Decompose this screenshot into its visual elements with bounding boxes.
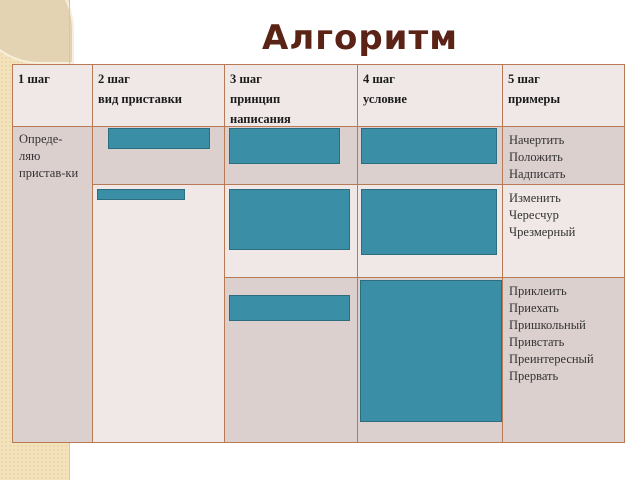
header-step-3: 3 шаг принцип написания [224,64,358,127]
hidden-answer-step2-row2[interactable] [97,189,185,200]
example-word: Прервать [509,369,559,383]
example-word: Надписать [509,167,566,181]
example-word: Начертить [509,133,565,147]
hidden-answer-step2-row1[interactable] [108,128,210,149]
header-step-2-label: вид приставки [98,92,183,106]
header-step-4-label: условие [363,92,407,106]
header-step-4-number: 4 шаг [363,72,395,86]
example-word: Пришкольный [509,318,586,332]
step-1-cell: Опреде-ляю пристав-ки [12,126,93,443]
hidden-answer-step3-row3[interactable] [229,295,350,321]
hidden-answer-step4-row3[interactable] [360,280,502,422]
hidden-answer-step4-row1[interactable] [361,128,497,164]
slide-title: Алгоритм [262,18,458,58]
hidden-answer-step3-row1[interactable] [229,128,340,164]
header-step-4: 4 шаг условие [357,64,503,127]
header-step-3-label: принцип написания [230,92,291,126]
decorative-leaf-shape [0,0,74,64]
header-step-5-label: примеры [508,92,561,106]
hidden-answer-step4-row2[interactable] [361,189,497,255]
hidden-answer-step3-row2[interactable] [229,189,350,250]
examples-row-3-cell: Приклеить Приехать Пришкольный Привстать… [502,277,625,443]
example-word: Изменить [509,191,561,205]
header-step-2-number: 2 шаг [98,72,130,86]
header-step-1: 1 шаг [12,64,93,127]
header-step-5: 5 шаг примеры [502,64,625,127]
example-word: Приехать [509,301,559,315]
example-word: Преинтересный [509,352,594,366]
header-step-2: 2 шаг вид приставки [92,64,225,127]
step-2-row-2-cell [92,184,225,443]
example-word: Чересчур [509,208,559,222]
examples-row-2-cell: Изменить Чересчур Чрезмерный [502,184,625,278]
examples-row-1-cell: Начертить Положить Надписать [502,126,625,185]
example-word: Привстать [509,335,565,349]
example-word: Приклеить [509,284,567,298]
header-step-5-number: 5 шаг [508,72,540,86]
step-1-text: Опреде-ляю пристав-ки [19,132,79,180]
header-step-1-number: 1 шаг [18,72,50,86]
example-word: Положить [509,150,563,164]
header-step-3-number: 3 шаг [230,72,262,86]
example-word: Чрезмерный [509,225,576,239]
